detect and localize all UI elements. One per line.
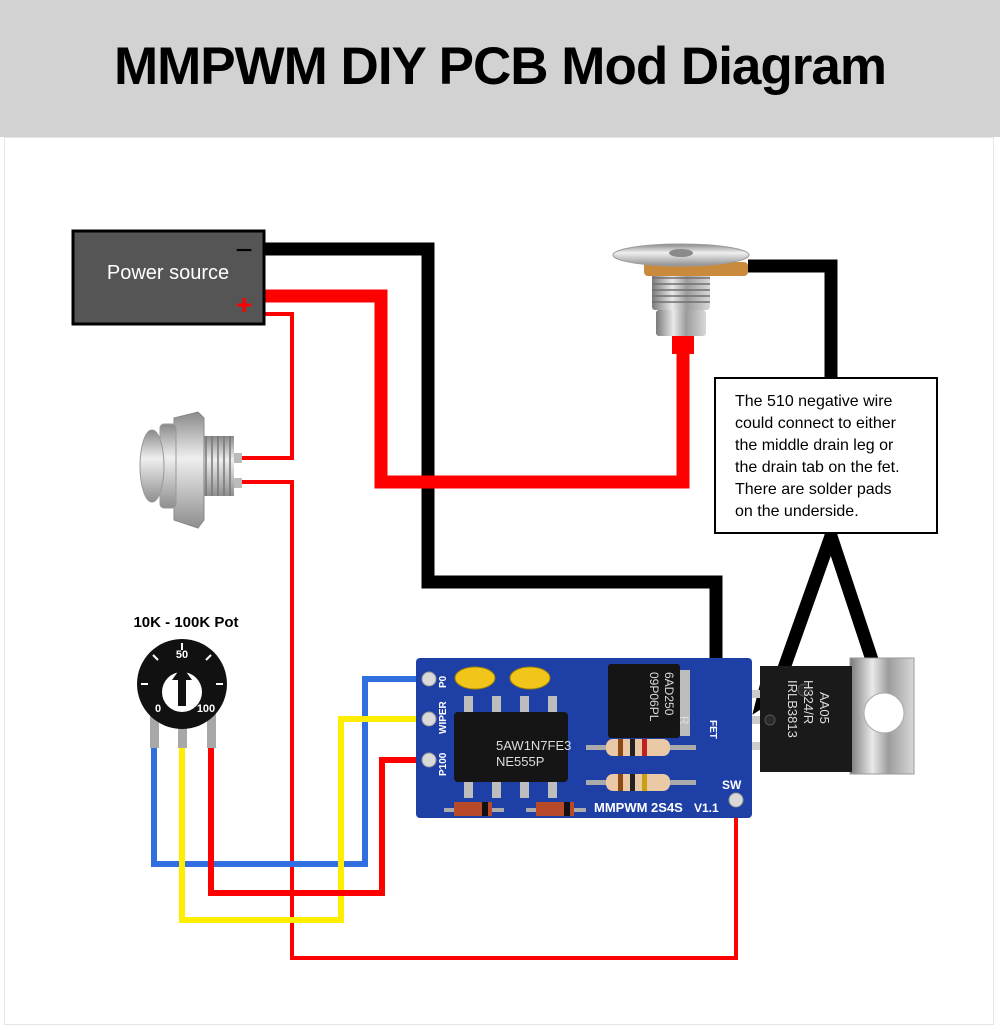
fet-marking-line-1: IRLB3813: [785, 680, 800, 738]
timer-chip-line-1: 5AW1N7FE3: [496, 738, 571, 753]
pot-title: 10K - 100K Pot: [133, 614, 239, 631]
driver-chip-line-2: 6AD250: [662, 672, 676, 716]
header-bar: [0, 0, 1000, 137]
pad-label-p0: P0: [438, 675, 449, 688]
pcb-version: V1.1: [694, 801, 719, 815]
pot-mark-hundred: 100: [197, 703, 215, 715]
page-title: MMPWM DIY PCB Mod Diagram: [114, 37, 887, 96]
pad-label-fet: FET: [707, 720, 718, 739]
potentiometer: 0 50 100: [137, 639, 227, 748]
driver-chip-line-3: R: [677, 716, 691, 725]
wire-red-positive-510: [262, 289, 690, 489]
arrow-shaft-left: [771, 533, 838, 688]
power-source: − +: [71, 229, 266, 326]
pot-mark-fifty: 50: [176, 649, 188, 661]
pad-p100: [421, 752, 437, 768]
negative-terminal-symbol: −: [235, 234, 253, 267]
wire-blue-pot-p0: [151, 676, 426, 867]
mosfet: IRLB3813 H324/R AA05: [740, 657, 915, 775]
pad-label-p100: P100: [438, 752, 449, 776]
note-line-2: could connect to either: [735, 415, 896, 432]
pad-sw: [728, 792, 744, 808]
pad-wiper: [421, 711, 437, 727]
note-box: The 510 negative wire could connect to e…: [714, 377, 938, 534]
pcb-board: P0 WIPER P100 FET SW 5AW1N7FE3 NE555P 09…: [416, 658, 752, 818]
pcb-name: MMPWM 2S4S: [594, 800, 683, 815]
power-source-label: Power source: [106, 262, 230, 284]
wire-red-pot-p100: [208, 746, 426, 896]
fet-marking-line-2: H324/R: [801, 680, 816, 724]
pad-label-sw: SW: [722, 778, 742, 792]
driver-chip-line-1: 09P06PL: [647, 672, 661, 722]
note-line-6: on the underside.: [735, 503, 859, 520]
positive-terminal-symbol: +: [236, 289, 252, 320]
fet-marking-line-3: AA05: [817, 692, 832, 724]
note-line-1: The 510 negative wire: [735, 393, 893, 410]
connector-510: [612, 243, 750, 354]
wire-red-switch-sw: [242, 480, 738, 960]
pad-p0: [421, 671, 437, 687]
note-line-5: There are solder pads: [735, 481, 892, 498]
wire-yellow-pot-wiper: [179, 716, 426, 923]
note-line-3: the middle drain leg or: [735, 437, 894, 454]
wire-red-positive-switch: [242, 312, 294, 460]
timer-chip-line-2: NE555P: [496, 754, 544, 769]
note-line-4: the drain tab on the fet.: [735, 459, 900, 476]
diagram-frame: [4, 137, 994, 1025]
pot-mark-zero: 0: [155, 703, 161, 715]
pad-label-wiper: WIPER: [438, 700, 449, 734]
push-button-switch: [139, 411, 242, 529]
